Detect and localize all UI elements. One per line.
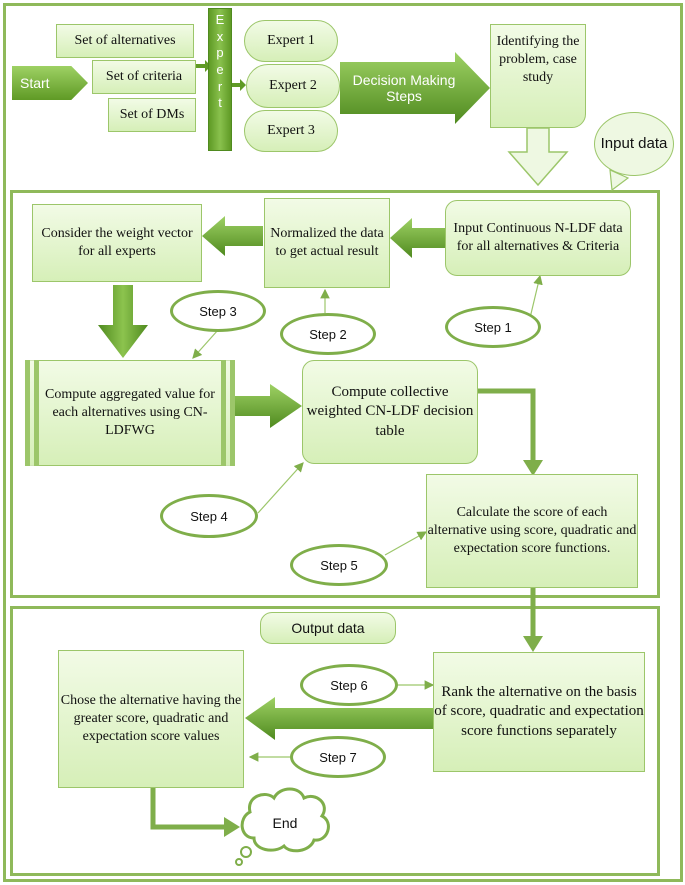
output-section-frame (10, 606, 660, 876)
step3-connector (192, 329, 219, 359)
identify-problem-label: Identifying the problem, case study (496, 34, 580, 86)
identify-problem-box: Identifying the problem, case study (490, 24, 586, 128)
aggregate-label: Compute aggregated value for each altern… (45, 386, 215, 439)
set-of-alternatives-box: Set of alternatives (56, 24, 194, 58)
arrow-expert-to-experts (232, 79, 246, 91)
expert-3-label: Expert 3 (267, 122, 315, 138)
step1-connector (529, 274, 543, 319)
arrow-collective-to-score (478, 388, 536, 464)
step-4-ellipse: Step 4 (160, 494, 258, 538)
step-7-ellipse: Step 7 (290, 736, 386, 778)
start-label: Start (20, 74, 50, 91)
score-box: Calculate the score of each alternative … (426, 474, 638, 588)
input-ldf-box: Input Continuous N-LDF data for all alte… (445, 200, 631, 276)
rank-label: Rank the alternative on the basis of sco… (434, 683, 644, 739)
weight-vector-label: Consider the weight vector for all exper… (41, 225, 193, 259)
set-of-criteria-box: Set of criteria (92, 60, 196, 94)
arrow-choose-to-end (150, 788, 228, 830)
step-1-label: Step 1 (474, 319, 512, 335)
rank-box: Rank the alternative on the basis of sco… (433, 652, 645, 772)
step4-connector (257, 462, 304, 514)
start-arrow-box: Start (12, 66, 88, 100)
expert-letter: t (218, 95, 222, 111)
arrow-rank-to-choose (245, 697, 433, 740)
set-of-dms-label: Set of DMs (119, 106, 185, 122)
decision-steps-arrow (340, 52, 490, 124)
normalize-label: Normalized the data to get actual result (270, 225, 384, 259)
set-of-alternatives-label: Set of alternatives (74, 32, 176, 48)
step-4-label: Step 4 (190, 508, 228, 524)
expert-bar: E x p e r t (208, 8, 232, 151)
expert-letter: e (216, 61, 224, 77)
set-of-dms-box: Set of DMs (108, 98, 196, 132)
step5-connector (384, 531, 428, 556)
choose-box: Chose the alternative having the greater… (58, 650, 244, 788)
arrow-identify-down (507, 127, 569, 187)
step-5-ellipse: Step 5 (290, 544, 388, 586)
arrow-aggregate-to-collective (235, 384, 302, 428)
choose-label: Chose the alternative having the greater… (60, 692, 242, 745)
end-cloud-shape (240, 787, 330, 853)
collective-box: Compute collective weighted CN-LDF decis… (302, 360, 478, 464)
input-data-bubble: Input data (594, 112, 674, 176)
aggregate-box: Compute aggregated value for each altern… (25, 360, 235, 466)
collective-label: Compute collective weighted CN-LDF decis… (306, 383, 474, 439)
arrow-input-to-normalize (390, 218, 445, 258)
step-3-label: Step 3 (199, 303, 237, 319)
expert-2-box: Expert 2 (246, 64, 340, 108)
step-5-label: Step 5 (320, 557, 358, 573)
expert-2-label: Expert 2 (269, 77, 317, 93)
step-7-label: Step 7 (319, 749, 357, 765)
expert-1-box: Expert 1 (244, 20, 338, 62)
expert-1-label: Expert 1 (267, 32, 315, 48)
expert-3-box: Expert 3 (244, 110, 338, 152)
normalize-box: Normalized the data to get actual result (264, 198, 390, 288)
expert-letter: E (215, 12, 225, 27)
expert-letter: r (217, 78, 223, 94)
step-3-ellipse: Step 3 (170, 290, 266, 332)
arrow-weight-to-aggregate (98, 285, 148, 358)
weight-vector-box: Consider the weight vector for all exper… (32, 204, 202, 282)
decision-steps-label: Decision Making Steps (352, 72, 456, 104)
outer-frame (3, 3, 683, 882)
score-label: Calculate the score of each alternative … (427, 504, 637, 557)
step-2-ellipse: Step 2 (280, 313, 376, 355)
step-2-label: Step 2 (309, 326, 347, 342)
expert-letter: p (216, 45, 224, 61)
input-data-label: Input data (600, 135, 668, 153)
process-section-frame (10, 190, 660, 598)
set-of-criteria-label: Set of criteria (105, 68, 183, 84)
arrow-normalize-to-weight (202, 216, 263, 256)
step-6-label: Step 6 (330, 677, 368, 693)
output-data-box: Output data (260, 612, 396, 644)
end-label: End (272, 815, 298, 831)
input-ldf-label: Input Continuous N-LDF data for all alte… (453, 220, 623, 254)
step-1-ellipse: Step 1 (445, 306, 541, 348)
step-6-ellipse: Step 6 (300, 664, 398, 706)
arrow-inputs-to-expert (195, 60, 211, 72)
output-data-label: Output data (291, 619, 365, 636)
expert-letter: x (216, 28, 224, 44)
